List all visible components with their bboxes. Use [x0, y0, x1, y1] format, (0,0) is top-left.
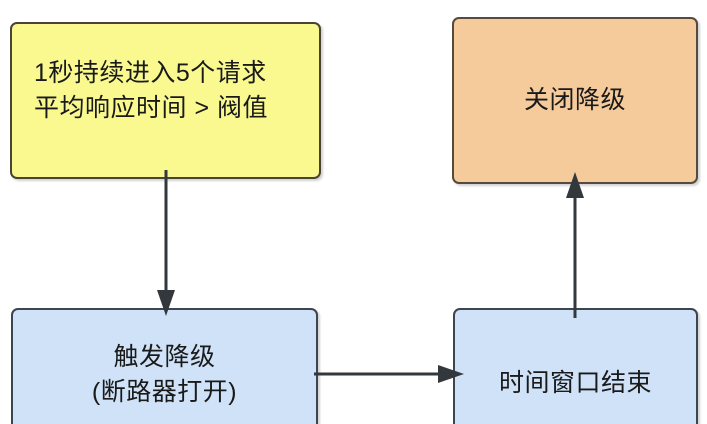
node-window-end-label: 时间窗口结束 — [498, 369, 652, 397]
node-close-degrade-label: 关闭降级 — [523, 86, 626, 115]
node-condition-label: 1秒持续进入5个请求 平均响应时间 > 阀值 — [34, 59, 268, 122]
edge-window-end-to-close-degrade — [566, 172, 584, 318]
node-window-end[interactable]: 时间窗口结束 — [453, 308, 698, 424]
node-trigger-degrade-label: 触发降级 (断路器打开) — [91, 343, 238, 406]
node-trigger-degrade[interactable]: 触发降级 (断路器打开) — [11, 308, 318, 424]
edge-condition-to-trigger-degrade — [157, 170, 175, 316]
edge-trigger-degrade-to-window-end — [314, 365, 464, 383]
node-close-degrade[interactable]: 关闭降级 — [452, 17, 698, 184]
node-condition[interactable]: 1秒持续进入5个请求 平均响应时间 > 阀值 — [10, 22, 321, 179]
